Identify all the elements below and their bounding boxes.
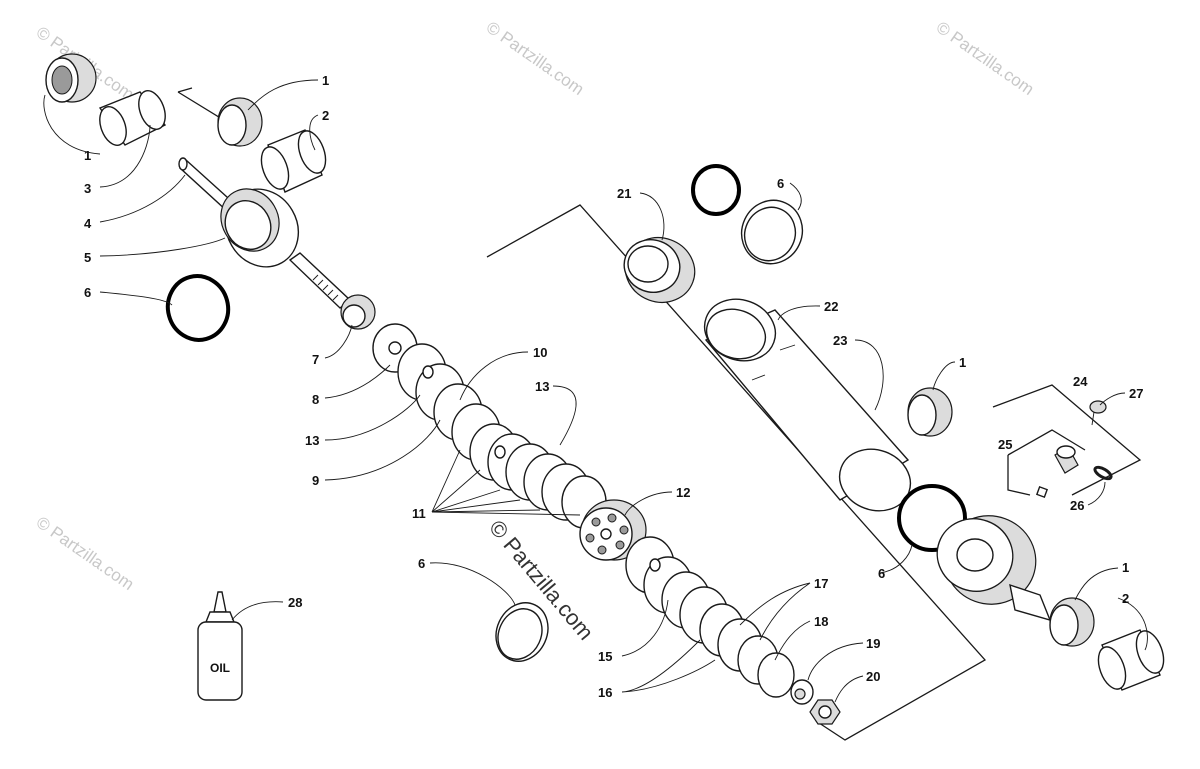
piston-part-12 (579, 499, 647, 561)
callout-25: 25 (998, 437, 1012, 452)
spacer-part-2-upper (260, 129, 327, 193)
callout-17: 17 (814, 576, 828, 591)
callout-6-left: 6 (84, 285, 91, 300)
callout-12: 12 (676, 485, 690, 500)
shim-stack-upper (397, 343, 607, 529)
callout-13-left: 13 (305, 433, 319, 448)
callout-7: 7 (312, 352, 319, 367)
end-cap-body (936, 515, 1052, 622)
bushing-part-1-right-upper (907, 387, 953, 437)
o-ring-part-6-top (691, 164, 741, 216)
callout-1-top-left: 1 (84, 148, 91, 163)
callout-15: 15 (598, 649, 612, 664)
bushing-part-1-upper (217, 97, 263, 147)
o-ring-part-6-left (165, 274, 231, 342)
callout-18: 18 (814, 614, 828, 629)
callout-9: 9 (312, 473, 319, 488)
watermarks: © Partzilla.com © Partzilla.com © Partzi… (33, 18, 1038, 645)
callout-6-top: 6 (777, 176, 784, 191)
ring-part-6-lower (495, 602, 549, 662)
callout-8: 8 (312, 392, 319, 407)
nut-part-20 (809, 699, 841, 725)
cap-part-27 (1089, 400, 1107, 426)
spacer-part-2-right (1097, 629, 1165, 691)
watermark-top-center: © Partzilla.com (483, 18, 588, 99)
assembly-outline (486, 204, 987, 741)
body-part-5 (220, 188, 300, 268)
oil-bottle-part-28: OIL (197, 591, 243, 701)
callout-27: 27 (1129, 386, 1143, 401)
callout-21: 21 (617, 186, 631, 201)
callout-1-top-center: 1 (322, 73, 329, 88)
bushing-part-1-top-left (45, 53, 97, 103)
callout-22: 22 (824, 299, 838, 314)
callout-2-top: 2 (322, 108, 329, 123)
o-ring-part-6-right (897, 484, 967, 552)
callout-4: 4 (84, 216, 92, 231)
callout-20: 20 (866, 669, 880, 684)
valve-part-25 (1035, 445, 1079, 499)
nut-part-7 (340, 294, 376, 330)
bracket-24 (992, 384, 1142, 496)
callout-1-right-upper: 1 (959, 355, 966, 370)
watermark-mid-left: © Partzilla.com (33, 513, 138, 594)
callout-23: 23 (833, 333, 847, 348)
callout-5: 5 (84, 250, 91, 265)
leader-lines (43, 79, 1148, 703)
shim-stack-lower (625, 536, 795, 698)
callout-1-right-lower: 1 (1122, 560, 1129, 575)
cap-part-21 (623, 237, 696, 303)
reservoir-part-22 (703, 298, 912, 512)
o-ring-part-26 (1093, 465, 1113, 481)
bushing-part-1-right-lower (1049, 597, 1095, 647)
bottle-label: OIL (210, 661, 230, 675)
ring-part-6-top (740, 199, 804, 265)
callout-6-lower: 6 (418, 556, 425, 571)
callout-11: 11 (412, 506, 426, 521)
callout-26: 26 (1070, 498, 1084, 513)
bracket-25 (1007, 429, 1086, 456)
callout-3: 3 (84, 181, 91, 196)
callout-10: 10 (533, 345, 547, 360)
callout-2-right: 2 (1122, 591, 1129, 606)
callout-13-right: 13 (535, 379, 549, 394)
callout-28: 28 (288, 595, 302, 610)
callout-6-right: 6 (878, 566, 885, 581)
callout-numbers: 1 2 1 3 4 5 6 7 8 13 9 10 13 11 12 6 15 … (84, 73, 1143, 700)
sleeve-part-3 (98, 90, 167, 146)
watermark-top-right: © Partzilla.com (933, 18, 1038, 99)
callout-24: 24 (1073, 374, 1088, 389)
callout-16: 16 (598, 685, 612, 700)
washer-part-19 (790, 679, 814, 705)
callout-19: 19 (866, 636, 880, 651)
